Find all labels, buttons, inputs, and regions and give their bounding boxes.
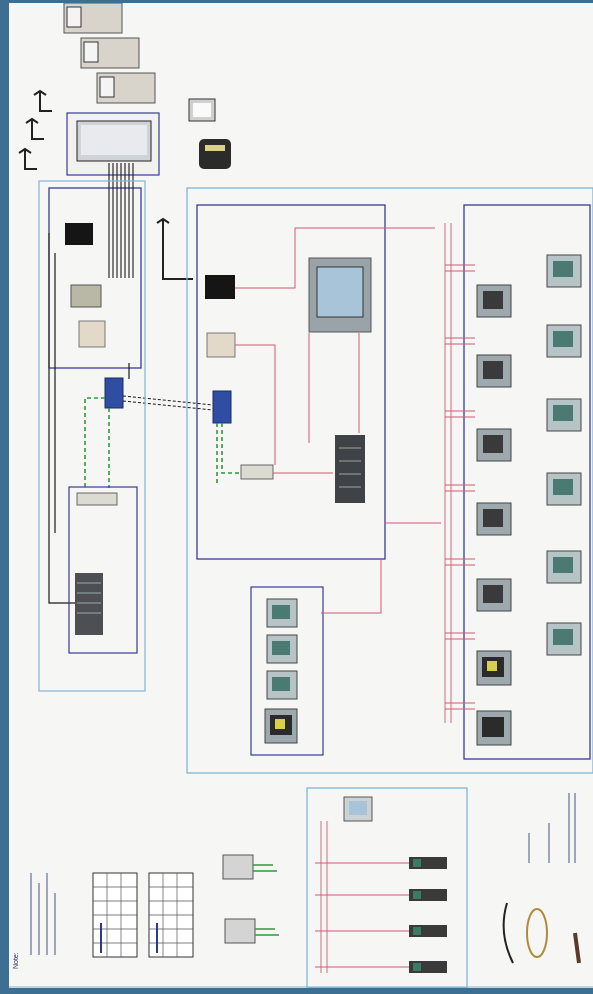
ethernet-switch-icon: [222, 854, 254, 880]
printer-icon: [199, 139, 231, 169]
zone-boundary-upper: [38, 180, 146, 692]
meter-cabinet: [250, 586, 324, 756]
cable-legend-icon: [502, 902, 581, 964]
antenna-icon: [18, 89, 193, 280]
fiber-switch-icon: [212, 390, 232, 424]
legend-area: [9, 854, 593, 988]
fiber-switch-icon: [104, 377, 124, 409]
media-converter-icon: [206, 332, 236, 358]
note-label: Note:: [13, 952, 20, 969]
server-unit-1: [63, 3, 123, 34]
meter-icon: [264, 598, 298, 744]
server-cabinet-left: [68, 486, 138, 654]
meter-icon: [546, 254, 582, 656]
server-rack-icon: [75, 573, 103, 635]
monitor-icon: [188, 98, 216, 122]
server-unit-2: [80, 37, 140, 69]
io-rack-icon: [335, 435, 365, 503]
bay-control-cabinet: [196, 204, 386, 560]
relay-ied-icon: [476, 284, 512, 746]
gps-clock-icon: [205, 275, 235, 299]
server-unit-3: [96, 72, 156, 104]
console-workstation: [66, 112, 160, 176]
relay-panel: [463, 204, 591, 760]
relay-ied-icon: [409, 857, 447, 973]
media-converter-icon: [76, 492, 118, 506]
ethernet-switch-icon: [70, 284, 102, 308]
media-converter-icon: [78, 320, 106, 348]
field-zone: [306, 787, 581, 988]
substation-zone: [186, 187, 593, 774]
control-room-area: [18, 3, 242, 692]
gps-clock-icon: [65, 223, 93, 245]
ethernet-switch-icon: [240, 464, 274, 480]
diagram-sheet: Note:: [9, 3, 593, 988]
ethernet-switch-icon: [224, 918, 256, 944]
network-diagram: [9, 3, 593, 988]
